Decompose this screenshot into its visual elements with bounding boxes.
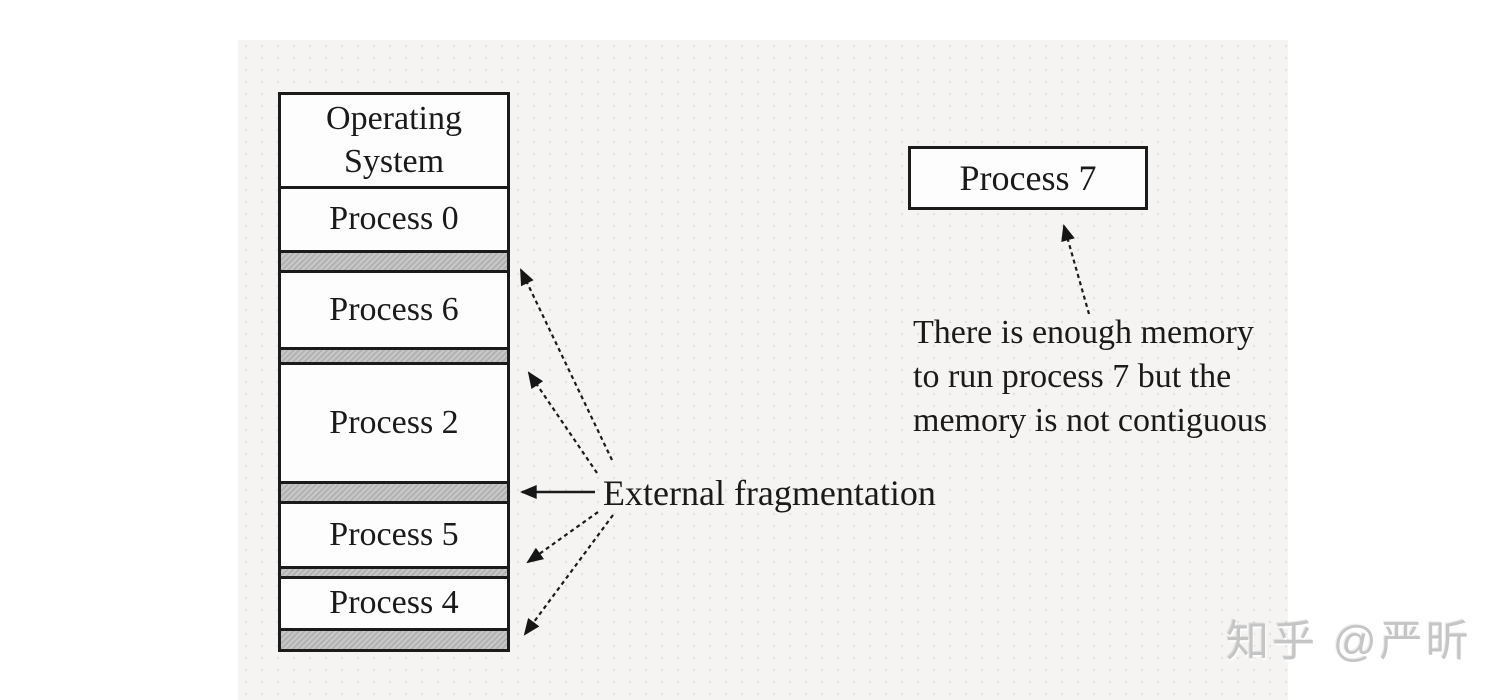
memory-block-label: Process 2 xyxy=(329,403,459,441)
memory-note: There is enough memory to run process 7 … xyxy=(913,311,1267,443)
memory-free-hole-5 xyxy=(281,631,507,649)
process-7-label: Process 7 xyxy=(959,158,1097,198)
memory-block-process-6: Process 6 xyxy=(281,273,507,350)
memory-block-operating-system: Operating System xyxy=(281,95,507,189)
memory-block-label: Process 5 xyxy=(329,515,459,553)
zhihu-watermark: 知乎 @严昕 xyxy=(1226,618,1472,666)
memory-block-label: Process 4 xyxy=(329,584,459,622)
note-line-2: to run process 7 but the xyxy=(913,358,1232,395)
memory-free-hole-4 xyxy=(281,569,507,579)
memory-block-process-5: Process 5 xyxy=(281,504,507,569)
memory-block-process-2: Process 2 xyxy=(281,365,507,484)
memory-block-process-4: Process 4 xyxy=(281,579,507,631)
memory-block-label: Process 6 xyxy=(329,290,459,328)
memory-free-hole-1 xyxy=(281,253,507,273)
note-line-3: memory is not contiguous xyxy=(913,402,1268,439)
memory-free-hole-2 xyxy=(281,350,507,365)
memory-block-label: Process 0 xyxy=(329,200,459,238)
memory-block-process-0: Process 0 xyxy=(281,189,507,253)
external-fragmentation-label: External fragmentation xyxy=(603,473,936,513)
memory-block-label: Operating System xyxy=(326,100,462,180)
memory-free-hole-3 xyxy=(281,484,507,504)
memory-map: Operating System Process 0 Process 6 Pro… xyxy=(278,92,510,652)
process-7-box: Process 7 xyxy=(908,146,1148,210)
note-line-1: There is enough memory xyxy=(913,314,1254,351)
